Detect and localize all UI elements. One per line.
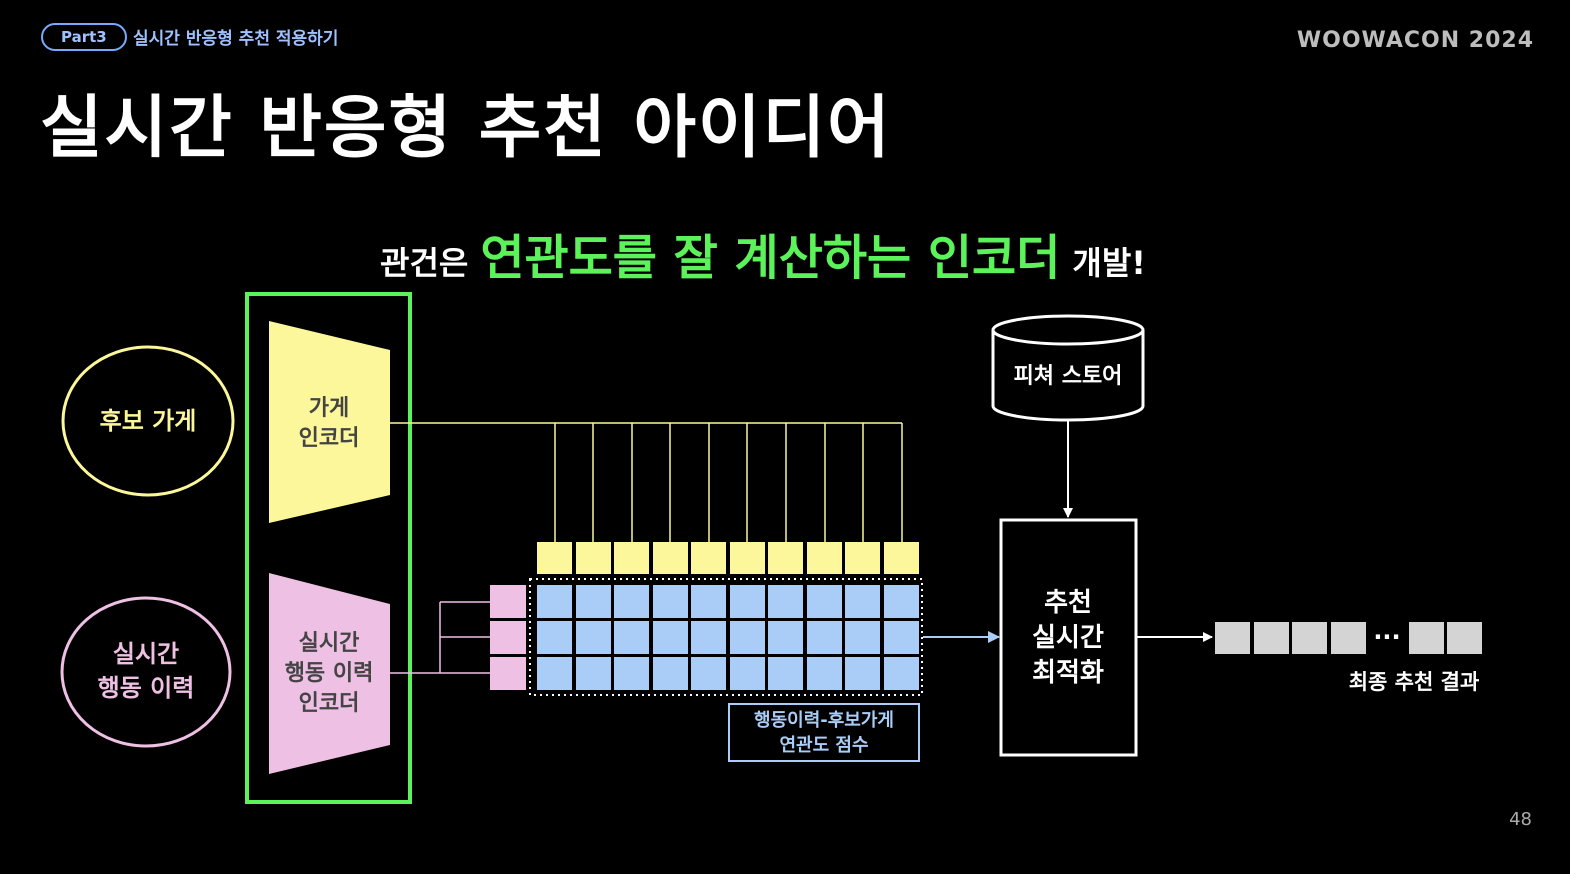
candidate-store-label: 후보 가게 xyxy=(100,407,197,435)
history-encoder-shape xyxy=(269,573,390,774)
store-embedding-connectors xyxy=(390,422,903,542)
part-badge: Part3 xyxy=(41,23,127,51)
store-encoder-label: 가게 xyxy=(309,396,349,421)
realtime-history-label: 행동 이력 xyxy=(98,674,195,702)
final-result-row xyxy=(1215,622,1482,654)
score-label-box xyxy=(728,703,920,762)
headline: 관건은 연관도를 잘 계산하는 인코더 개발! xyxy=(380,218,1146,288)
score-label: 행동이력-후보가게 xyxy=(754,710,894,731)
page-title: 실시간 반응형 추천 아이디어 xyxy=(40,89,892,168)
section-title: 실시간 반응형 추천 적용하기 xyxy=(133,29,339,49)
store-encoder-label: 인코더 xyxy=(299,426,360,451)
encoder-group-box xyxy=(245,292,412,804)
realtime-history-label: 실시간 xyxy=(113,640,179,668)
final-result-label: 최종 추천 결과 xyxy=(1349,670,1480,694)
history-embedding-connectors xyxy=(390,601,490,674)
score-grid xyxy=(537,585,919,690)
candidate-store-node xyxy=(61,345,235,497)
headline-pre: 관건은 xyxy=(380,244,469,282)
result-ellipsis: ··· xyxy=(1373,623,1400,651)
history-embedding-column xyxy=(490,585,526,690)
headline-highlight: 연관도를 잘 계산하는 인코더 xyxy=(480,230,1061,286)
score-label: 연관도 점수 xyxy=(779,735,868,756)
history-encoder-label: 행동 이력 xyxy=(285,661,374,686)
feature-store-node xyxy=(991,314,1145,422)
brand-logo: WOOWACON 2024 xyxy=(1296,28,1534,53)
feature-store-label: 피쳐 스토어 xyxy=(1014,364,1123,389)
store-encoder-shape xyxy=(269,321,390,523)
optimizer-label: 최적화 xyxy=(1032,658,1104,688)
score-grid-border xyxy=(529,578,923,696)
realtime-history-node xyxy=(60,596,232,748)
page-number: 48 xyxy=(1509,809,1532,830)
history-encoder-label: 인코더 xyxy=(299,691,360,716)
store-embedding-row xyxy=(537,542,919,574)
history-encoder-label: 실시간 xyxy=(299,631,360,656)
optimizer-label: 추천 xyxy=(1044,588,1092,618)
optimizer-label: 실시간 xyxy=(1032,623,1104,653)
headline-post: 개발! xyxy=(1072,244,1146,282)
optimizer-box xyxy=(999,518,1138,757)
